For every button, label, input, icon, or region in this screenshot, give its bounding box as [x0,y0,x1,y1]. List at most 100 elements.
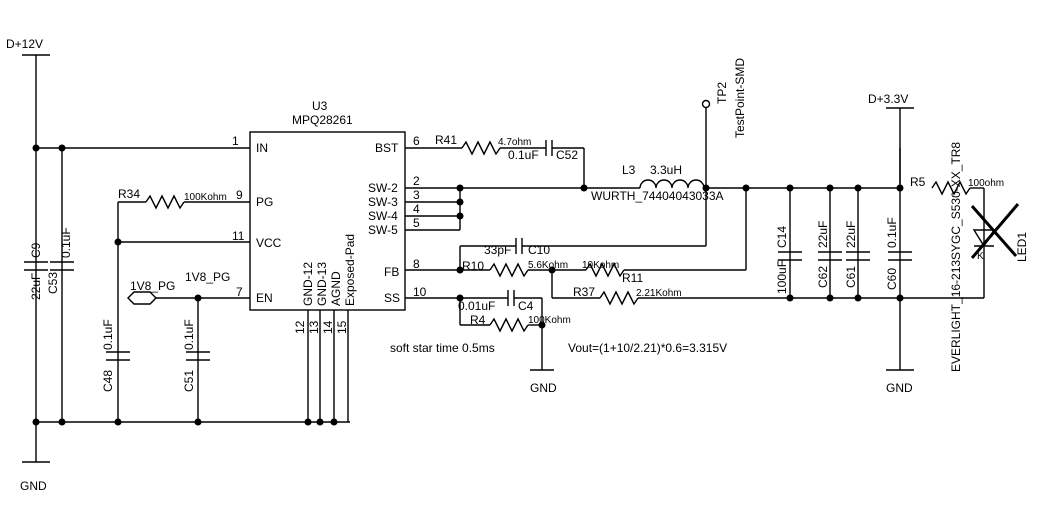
pin4-num: 4 [413,202,420,216]
resistor-r37 [599,290,639,306]
rail-3v3: D+3.3V [868,92,914,188]
c62-value: 22uF [816,221,830,248]
note-soft-start: soft star time 0.5ms [390,341,495,355]
capacitor-c60: 0.1uF C60 [885,217,912,290]
resistor-r11 [585,262,625,278]
ground-symbol-right: GND [886,369,914,395]
resistor-r10 [489,262,529,278]
c4-value: 0.01uF [458,299,495,313]
port-1v8pg-label: 1V8_PG [130,279,175,293]
pin2-name: SW-2 [368,181,398,195]
c9-ref: C9 [29,242,43,258]
led1-pin-k: K [977,251,984,262]
c52-value: 0.1uF [508,148,539,162]
gnd-label-left: GND [20,479,47,493]
ic-u3: U3 MPQ28261 1 IN 9 PG 11 VCC 7 EN BST 6 … [232,99,427,334]
pin14-num: 14 [321,320,335,334]
c48-ref: C48 [101,370,115,392]
testpoint-tp2: TP2 TestPoint-SMD [701,58,747,188]
gnd-label-right: GND [886,381,913,395]
r4-value: 100Kohm [528,315,571,326]
l3-value: 3.3uH [650,163,682,177]
pin9-name: PG [256,195,273,209]
tp2-part: TestPoint-SMD [733,58,747,138]
r34-ref: R34 [118,187,140,201]
capacitor-c61: 22uF C61 [844,221,870,288]
capacitor-c62: 22uF C62 [816,221,842,288]
dnp-mark-line2 [970,203,1020,259]
pin15-num: 15 [335,320,349,334]
net-port-1v8-pg: 1V8_PG [127,279,175,305]
pin13-num: 13 [307,320,321,334]
pin3-num: 3 [413,188,420,202]
r34-value: 100Kohm [184,192,227,203]
r10-value: 5.6Kohm [528,260,568,271]
pin7-num: 7 [236,285,243,299]
r11-ref: R11 [622,271,643,285]
rail-12v: D+12V [6,37,50,422]
resistor-r34 [145,194,185,210]
c14-ref: C14 [775,226,789,248]
pin7-name: EN [256,291,273,305]
capacitor-c14: C14 100uF [775,226,802,294]
pin14-name: AGND [329,271,343,306]
capacitor-c53: 0.1uF C53 [46,227,74,294]
pin11-name: VCC [256,236,282,250]
c51-ref: C51 [182,370,196,392]
pin1-num: 1 [232,134,239,148]
c48-value: 0.1uF [101,319,115,350]
c60-value: 0.1uF [885,217,899,248]
c53-ref: C53 [46,272,60,294]
capacitor-c48: 0.1uF C48 [101,319,130,392]
capacitor-c51: 0.1uF C51 [182,319,210,392]
r5-value: 100ohm [968,178,1004,189]
rail-12v-label: D+12V [6,37,43,51]
u3-ref: U3 [312,99,328,113]
l3-ref: L3 [622,163,636,177]
gnd-label-ss: GND [530,381,557,395]
inductor-l3 [639,179,705,189]
c4-ref: C4 [518,299,534,313]
pin9-num: 9 [236,188,243,202]
resistor-r5 [931,180,971,196]
pin12-num: 12 [293,320,307,334]
pin15-name: Exposed-Pad [343,234,357,306]
l3-part: WURTH_74404043033A [591,189,724,203]
resistor-r41 [461,140,501,156]
led1-part: EVERLIGHT_16-213SYGC_S530-XX_TR8 [949,142,963,372]
note-vout: Vout=(1+10/2.21)*0.6=3.315V [568,341,727,355]
net-1v8pg-label: 1V8_PG [185,270,230,284]
pin8-name: FB [384,265,399,279]
c52-ref: C52 [556,148,578,162]
pin6-num: 6 [413,134,420,148]
pin12-name: GND-12 [301,262,315,306]
pin3-name: SW-3 [368,195,398,209]
r5-ref: R5 [910,175,926,189]
pin11-num: 11 [232,229,245,243]
r11-value: 10Kohm [582,260,619,271]
r41-value: 4.7ohm [498,137,531,148]
c62-ref: C62 [816,266,830,288]
pin6-name: BST [375,141,399,155]
c53-value: 0.1uF [59,227,73,258]
pin1-name: IN [256,141,268,155]
tp2-ref: TP2 [715,82,729,104]
pin5-num: 5 [413,216,420,230]
c14-value: 100uF [775,260,789,294]
led1-ref: LED1 [1015,232,1029,262]
pin10-num: 10 [413,285,427,299]
capacitor-c9: C9 22uF [24,242,48,300]
ground-symbol-ss: GND [530,369,557,395]
c61-value: 22uF [844,221,858,248]
r4-ref: R4 [470,313,486,327]
r41-ref: R41 [435,133,457,147]
c61-ref: C61 [844,266,858,288]
pin4-name: SW-4 [368,209,398,223]
c10-value: 33pF [484,243,511,257]
pin13-name: GND-13 [315,262,329,306]
r10-ref: R10 [462,259,484,273]
c9-value: 22uF [29,273,43,300]
pin5-name: SW-5 [368,223,398,237]
c10-ref: C10 [528,243,550,257]
